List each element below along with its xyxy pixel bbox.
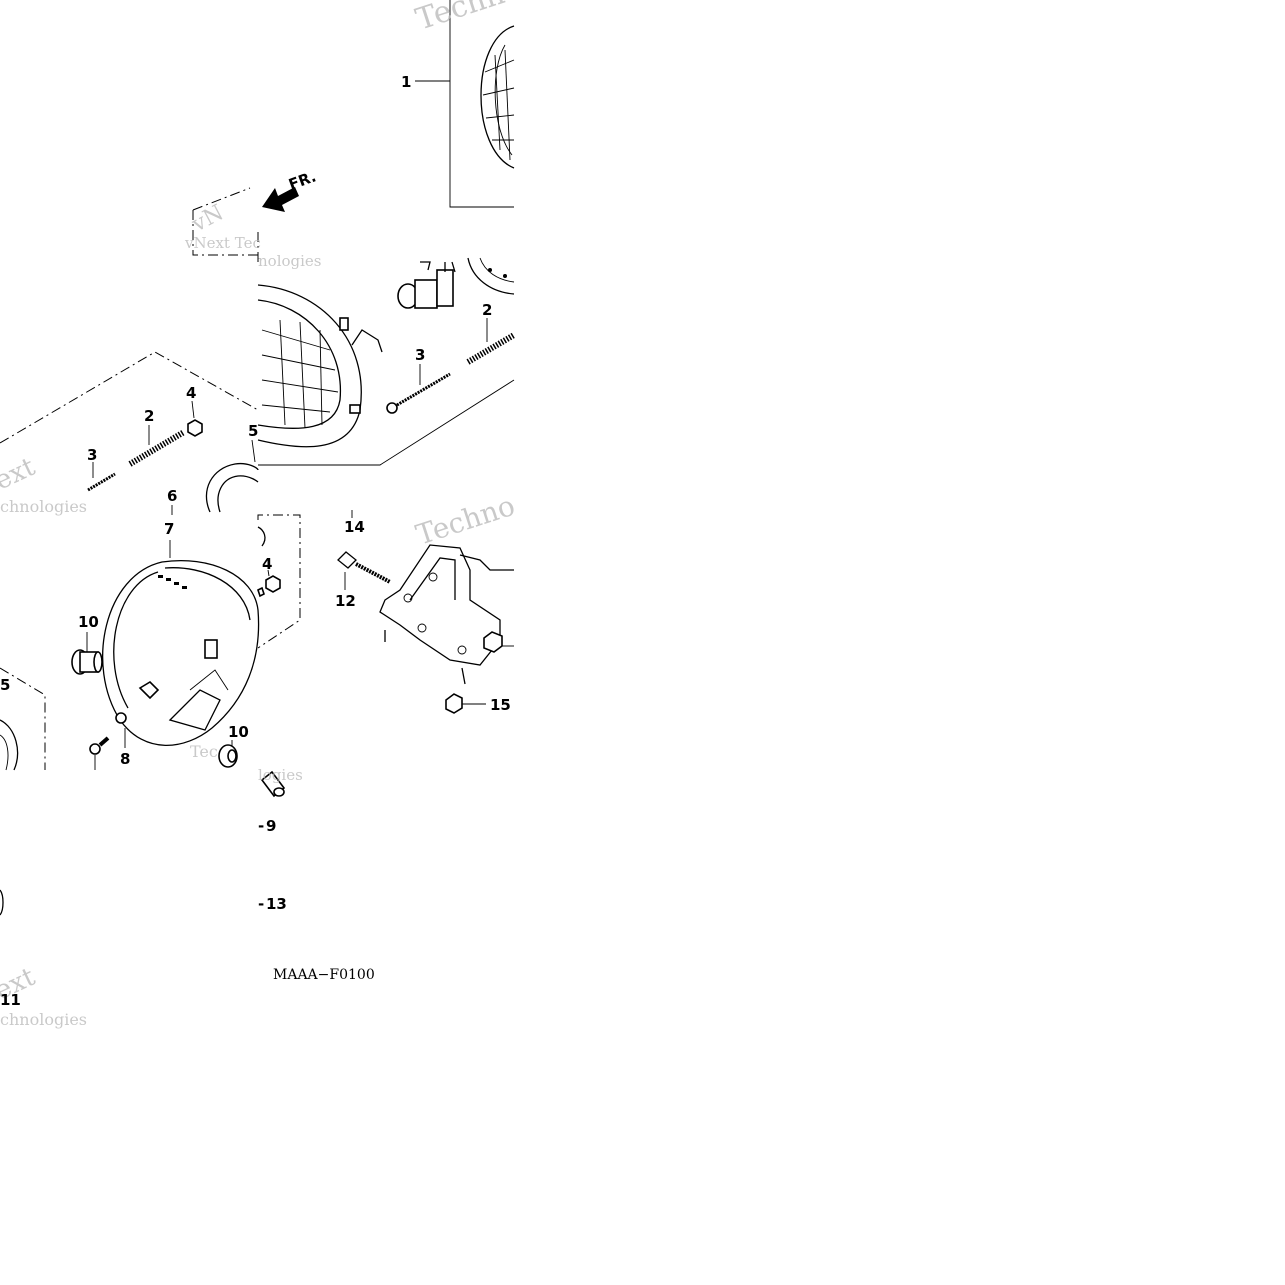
callout-label: 12	[335, 592, 356, 610]
callout-label: 5	[0, 676, 10, 694]
case-outline-left	[0, 187, 259, 444]
callout-label: 6	[167, 487, 177, 505]
bracket-fragment-left	[0, 667, 46, 916]
callout-label: 14	[344, 518, 365, 536]
socket-fragment-lower	[257, 526, 266, 547]
callout-label: 9	[266, 817, 276, 835]
callout-labels: 1 2 3 4 2 5 3 6 14 7 4 12 10 15 10 8 - 9…	[0, 73, 511, 1009]
headlight-lens-rim	[257, 230, 515, 466]
mounting-bracket	[337, 510, 514, 714]
svg-text:-: -	[258, 895, 264, 913]
watermark-text: vNext Tec	[184, 234, 261, 252]
callout-label: 2	[144, 407, 154, 425]
watermark-text: chnologies	[0, 1010, 87, 1029]
svg-text:-: -	[258, 817, 264, 835]
part-code: MAAA−F0100	[273, 967, 375, 983]
callout-label: 7	[164, 520, 174, 538]
collar	[260, 770, 286, 798]
callout-label: 5	[248, 422, 258, 440]
nut-left	[187, 400, 203, 437]
watermark-text: nologies	[258, 252, 322, 270]
adjusting-screw-right	[386, 364, 451, 414]
nut-lower	[257, 569, 281, 598]
callout-label: 3	[415, 346, 425, 364]
headlight-unit	[415, 0, 515, 208]
callout-label: 4	[186, 384, 196, 402]
watermark-text: logies	[258, 766, 303, 784]
adjusting-spring-right	[466, 318, 516, 365]
callout-label: 10	[228, 723, 249, 741]
callout-label: 15	[490, 696, 511, 714]
callout-label: 2	[482, 301, 492, 319]
mounting-ring-fragment	[467, 257, 515, 295]
callout-label: 4	[262, 555, 272, 573]
callout-label: 11	[0, 991, 21, 1009]
callout-label: 13	[266, 895, 287, 913]
adjusting-screw-left	[87, 462, 116, 492]
grommet-left	[71, 632, 103, 675]
headlight-case	[102, 505, 301, 746]
headlight-bulb	[397, 261, 456, 309]
bolt-8	[115, 712, 127, 748]
watermark-text: Tec	[190, 742, 218, 761]
socket-cover	[205, 439, 259, 513]
callout-label: 8	[120, 750, 130, 768]
callout-label: 1	[401, 73, 411, 91]
callout-label: 3	[87, 446, 97, 464]
bolt-left-lower	[89, 736, 110, 770]
adjusting-spring-left	[128, 425, 186, 467]
watermark-text: chnologies	[0, 497, 87, 516]
front-direction-arrow	[262, 187, 299, 212]
grommet-lower	[218, 740, 238, 768]
callout-label: 10	[78, 613, 99, 631]
